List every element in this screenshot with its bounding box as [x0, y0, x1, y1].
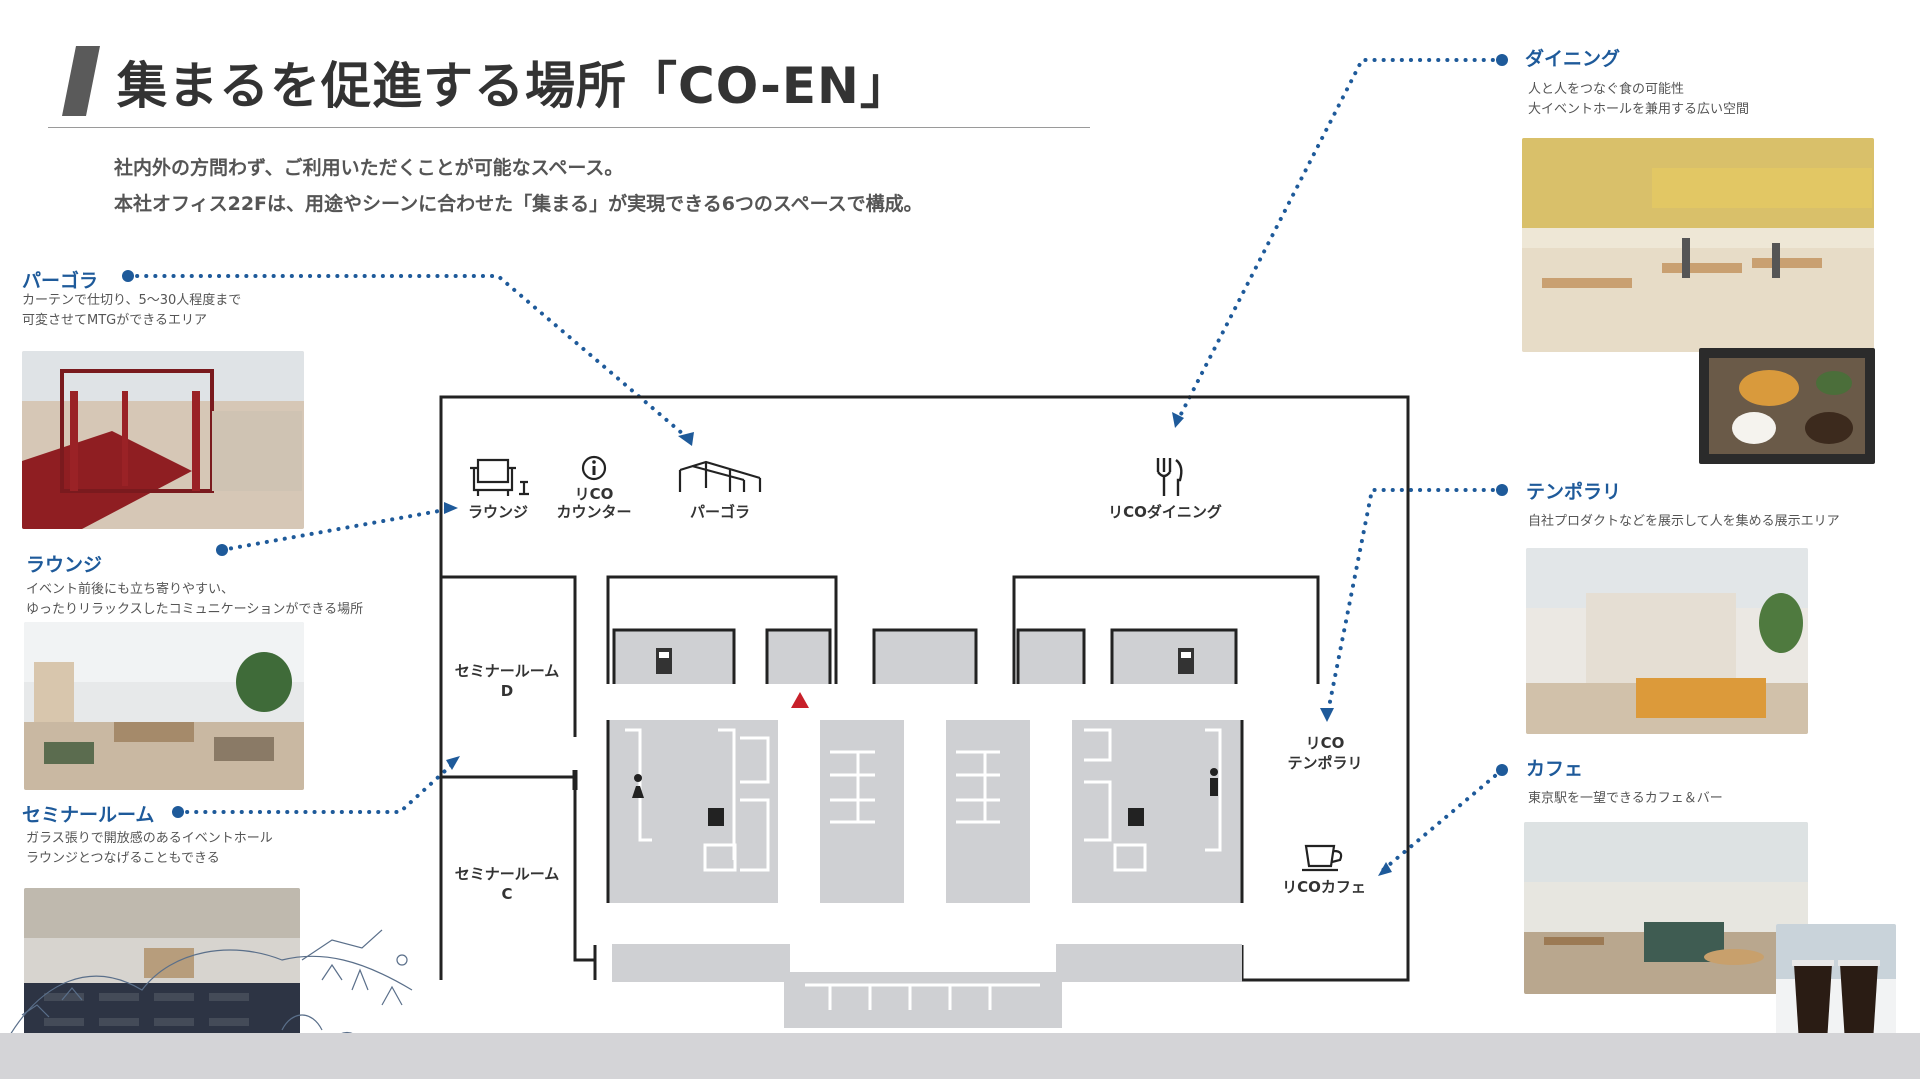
dining-desc-2: 大イベントホールを兼用する広い空間: [1528, 102, 1750, 117]
elevator-icon: [656, 648, 672, 674]
cafe-title: カフェ: [1526, 758, 1584, 780]
current-location-marker: [791, 692, 809, 708]
seminar-desc-2: ラウンジとつなげることもできる: [26, 851, 220, 866]
floor-label-cafe: リCOカフェ: [1282, 878, 1366, 896]
intro-line-1: 社内外の方問わず、ご利用いただくことが可能なスペース。: [114, 157, 624, 179]
cutlery-icon: [1156, 458, 1183, 496]
pergola-icon: [678, 460, 762, 492]
seminar-photo: [24, 888, 300, 1056]
floor-label-lounge: ラウンジ: [468, 503, 528, 521]
cafe-drinks-photo: [1776, 924, 1896, 1046]
pergola-leader: [126, 274, 692, 442]
floor-label-seminar-c-2: C: [501, 885, 512, 903]
sofa-icon: [470, 458, 529, 496]
pergola-title: パーゴラ: [22, 270, 99, 292]
floor-label-seminar-c-1: セミナールーム: [455, 865, 560, 883]
cafe-leader: [1381, 768, 1504, 872]
leader-lines: [126, 58, 1504, 872]
floor-label-seminar-d-2: D: [501, 682, 513, 700]
seminar-title: セミナールーム: [22, 804, 155, 826]
exit-icon: [708, 808, 1144, 826]
pergola-desc-1: カーテンで仕切り、5～30人程度まで: [22, 293, 242, 308]
dining-meal-photo: [1699, 348, 1875, 464]
temporary-desc-1: 自社プロダクトなどを展示して人を集める展示エリア: [1528, 514, 1840, 529]
temporary-leader: [1326, 488, 1504, 714]
pergola-desc-2: 可変させてMTGができるエリア: [22, 313, 207, 328]
bottom-band: [0, 1033, 1920, 1079]
lounge-title: ラウンジ: [26, 554, 103, 576]
title-divider: [48, 127, 1090, 128]
dining-desc-1: 人と人をつなぐ食の可能性: [1528, 82, 1685, 97]
cup-icon: [1302, 844, 1343, 872]
temporary-title: テンポラリ: [1526, 481, 1622, 503]
lounge-photo: [24, 622, 304, 790]
floor-label-pergola: パーゴラ: [690, 503, 750, 521]
intro-line-2: 本社オフィス22Fは、用途やシーンに合わせた「集まる」が実現できる6つのスペース…: [114, 193, 923, 215]
floor-label-temporary-1: リCO: [1306, 734, 1345, 752]
lounge-desc-2: ゆったりリラックスしたコミュニケーションができる場所: [26, 602, 364, 617]
pergola-photo: [22, 351, 304, 529]
elevator-icon: [1178, 648, 1194, 674]
seminar-desc-1: ガラス張りで開放感のあるイベントホール: [26, 831, 273, 846]
floor-label-counter-1: リCO: [575, 485, 614, 503]
lounge-leader: [220, 507, 452, 552]
cafe-desc-1: 東京駅を一望できるカフェ＆バー: [1528, 791, 1723, 806]
floor-label-dining: リCOダイニング: [1108, 503, 1222, 521]
title-accent-bar: [62, 46, 100, 116]
lounge-desc-1: イベント前後にも立ち寄りやすい、: [26, 582, 235, 597]
toilet-icon: [1210, 768, 1218, 796]
cafe-photo: [1524, 822, 1808, 994]
seminar-leader: [176, 758, 459, 814]
floor-label-counter-2: カウンター: [556, 503, 631, 521]
temporary-photo: [1526, 548, 1808, 734]
page-title: 集まるを促進する場所「CO-EN」: [117, 57, 911, 115]
floor-label-temporary-2: テンポラリ: [1287, 754, 1362, 772]
info-icon: [581, 455, 607, 481]
dining-photo: [1522, 138, 1874, 352]
toilet-icon: [632, 774, 644, 798]
dining-leader: [1176, 58, 1504, 422]
floor-label-seminar-d-1: セミナールーム: [455, 662, 560, 680]
dining-title: ダイニング: [1525, 48, 1621, 70]
